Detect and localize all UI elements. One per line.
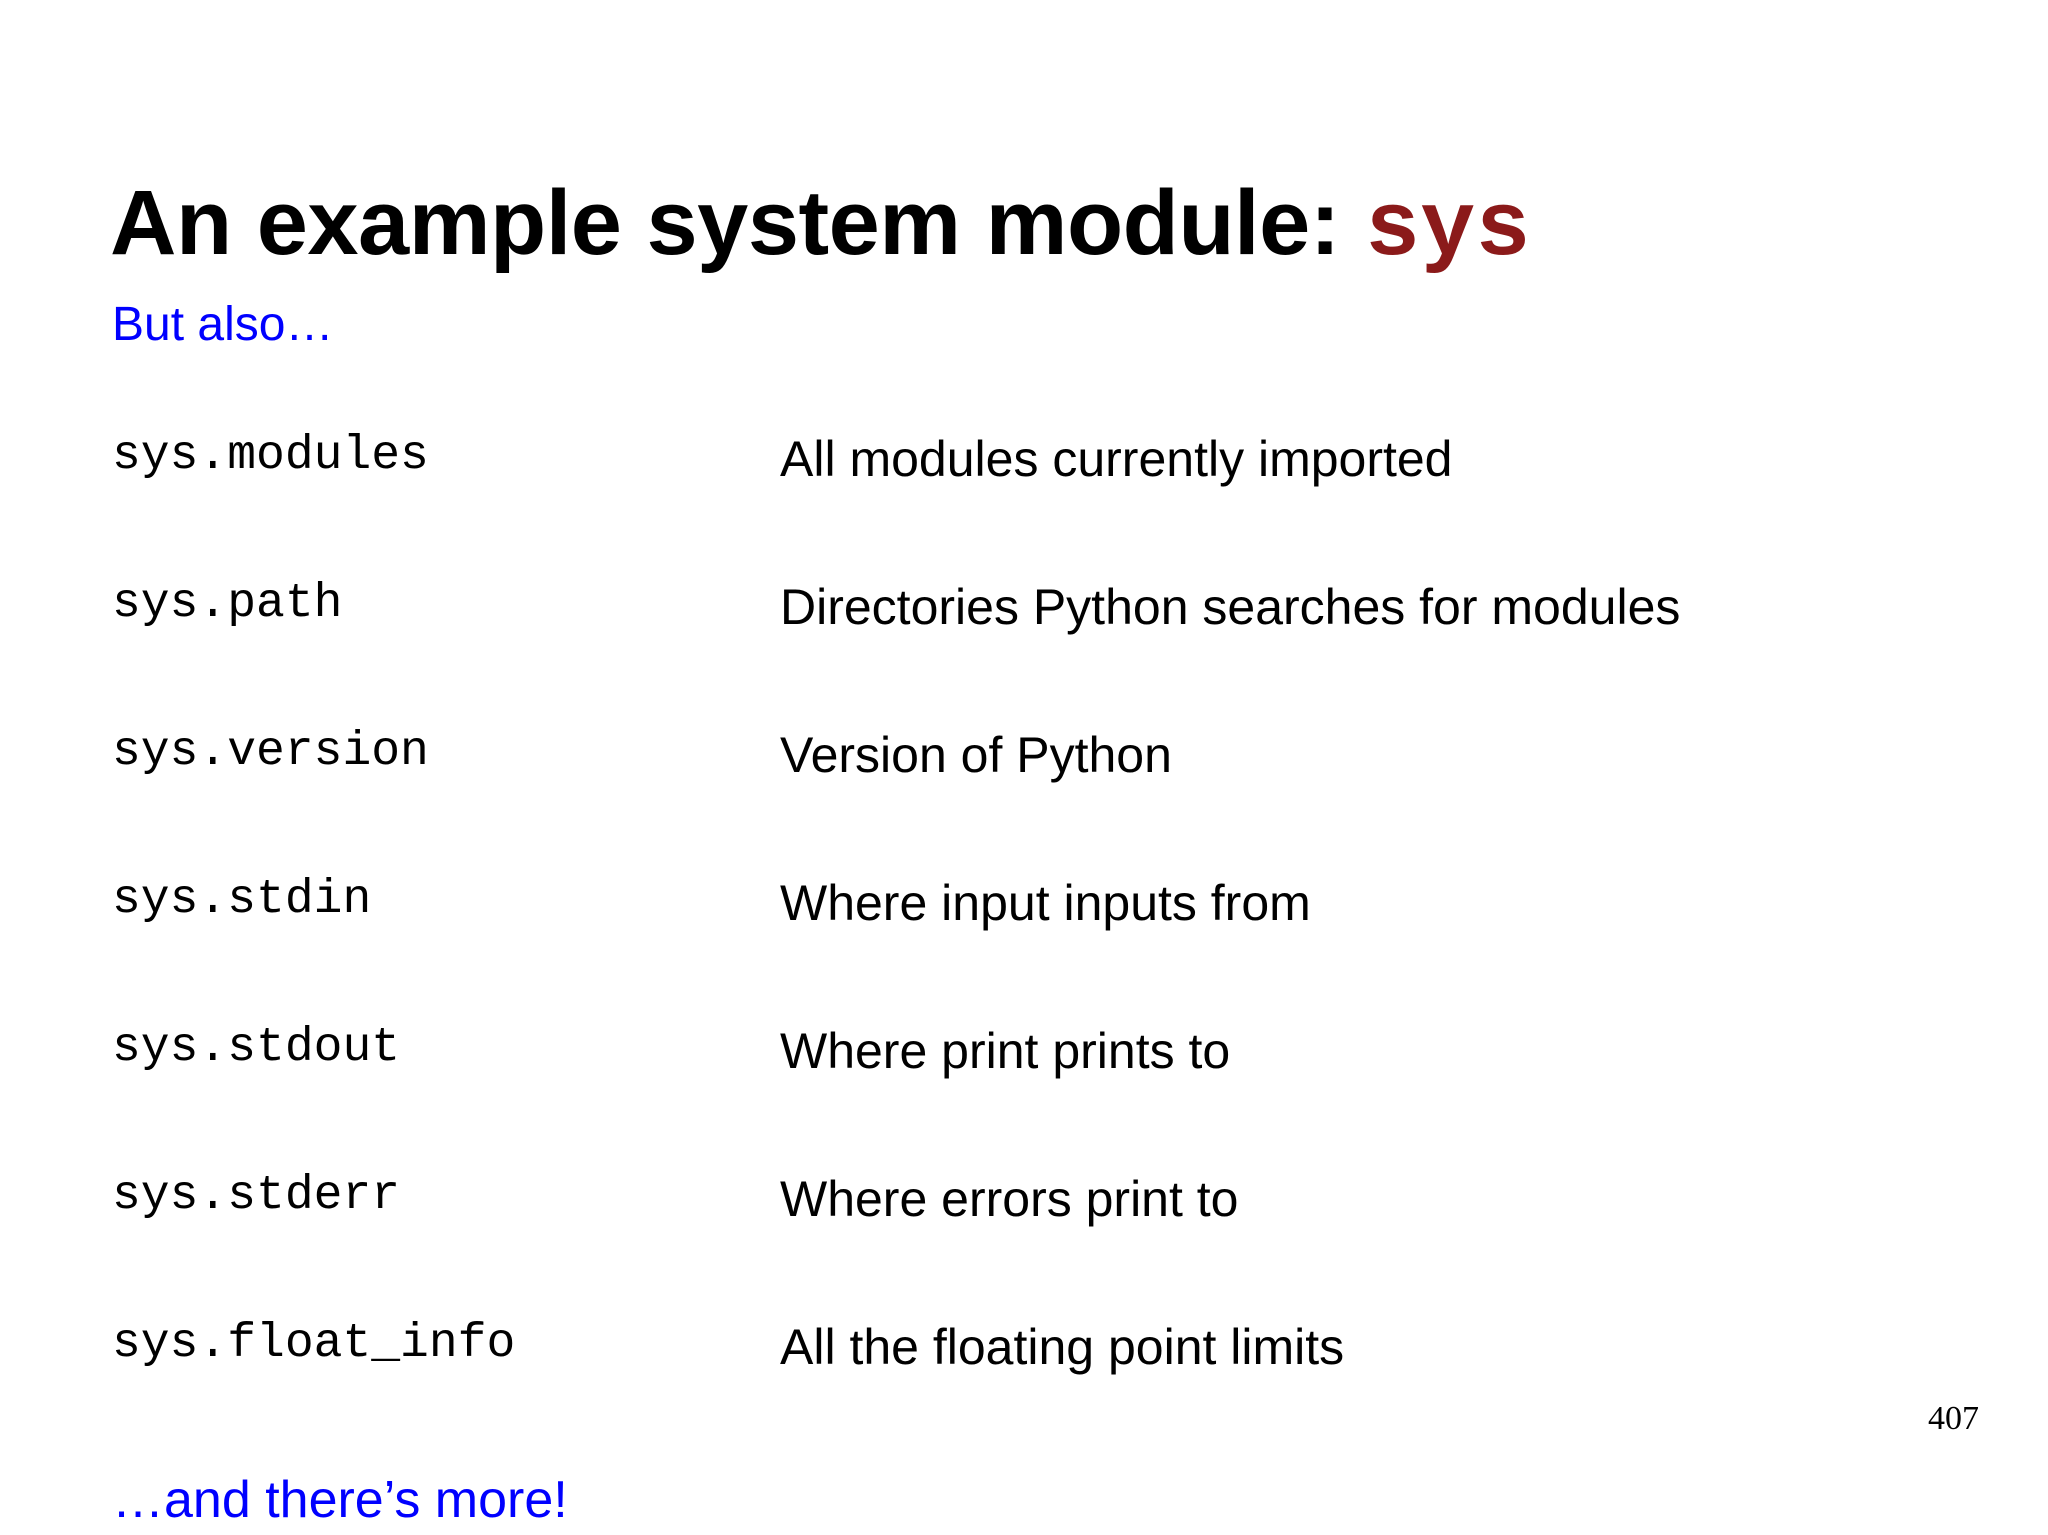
list-item: sys.stdout Where print prints to [112, 1024, 1972, 1172]
attribute-description: All the floating point limits [780, 1319, 1345, 1375]
attribute-description: Version of Python [780, 727, 1172, 783]
attribute-name: sys.stdout [112, 1021, 401, 1075]
page-title: An example system module: sys [110, 177, 1970, 276]
attribute-name: sys.version [112, 725, 429, 779]
subtitle-but-also: But also… [112, 298, 334, 351]
attribute-description: Where input inputs from [780, 875, 1311, 931]
attribute-description: All modules currently imported [780, 431, 1453, 487]
list-item: sys.version Version of Python [112, 728, 1972, 876]
page-number: 407 [1928, 1400, 1979, 1437]
attribute-description: Where print prints to [780, 1023, 1231, 1079]
sys-attributes-list: sys.modules All modules currently import… [112, 432, 1972, 1468]
attribute-name: sys.float_info [112, 1317, 516, 1371]
list-item: sys.float_info All the floating point li… [112, 1320, 1972, 1468]
attribute-description: Directories Python searches for modules [780, 579, 1681, 635]
list-item: sys.stdin Where input inputs from [112, 876, 1972, 1024]
list-item: sys.stderr Where errors print to [112, 1172, 1972, 1320]
attribute-name: sys.stdin [112, 873, 372, 927]
attribute-name: sys.modules [112, 429, 429, 483]
list-item: sys.path Directories Python searches for… [112, 580, 1972, 728]
list-item: sys.modules All modules currently import… [112, 432, 1972, 580]
attribute-name: sys.stderr [112, 1169, 401, 1223]
attribute-description: Where errors print to [780, 1171, 1239, 1227]
footer-and-theres-more: …and there’s more! [112, 1471, 568, 1529]
page-title-text: An example system module: [110, 171, 1365, 274]
page-title-module-name: sys [1364, 176, 1531, 282]
attribute-name: sys.path [112, 577, 343, 631]
